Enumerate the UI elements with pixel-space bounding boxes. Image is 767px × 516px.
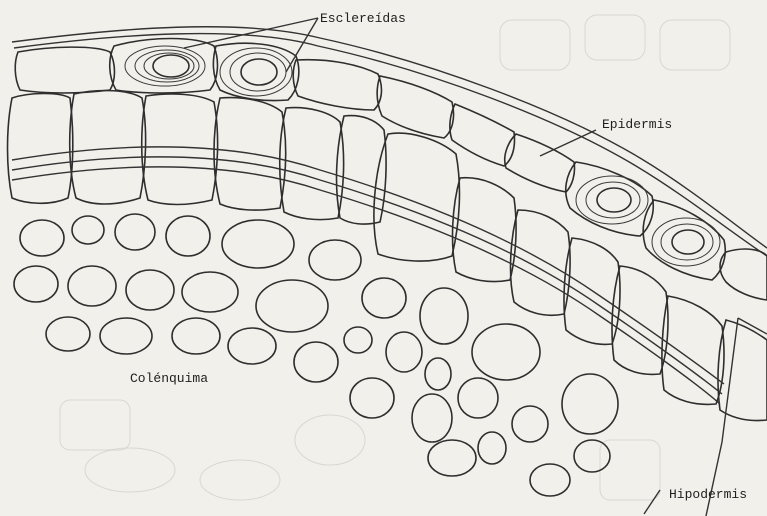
epidermis-cells [15,47,767,300]
collenchyma-cells [14,214,618,496]
leader-lines [184,18,596,156]
sclereid-cells [110,39,726,281]
cuticle-layer [12,27,767,256]
background-bleed [60,15,730,500]
label-esclereidas: Esclereídas [320,11,406,26]
sclereid-3 [566,162,654,236]
label-colenquima: Colénquima [130,371,208,386]
sclereid-1 [110,39,218,94]
label-epidermis: Epidermis [602,117,672,132]
label-hipodermis: Hipodermis [669,487,747,502]
sclereid-4 [643,200,725,280]
